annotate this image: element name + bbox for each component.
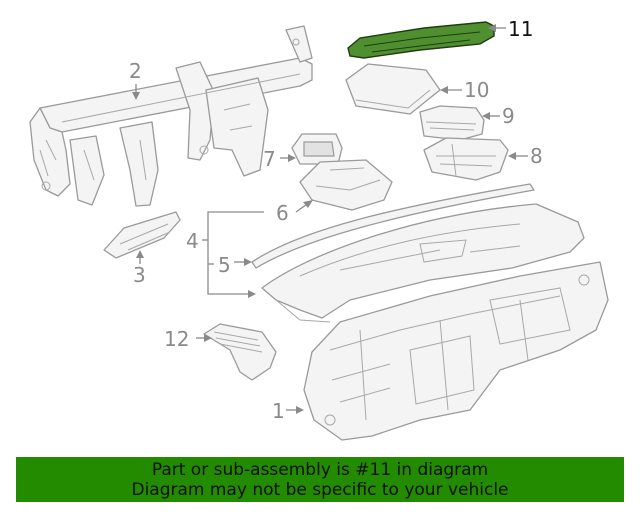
callout-labels: 2 3 4 5 6 7 8 9 10 11 12 1 [129, 17, 543, 423]
part-2-cross-car-beam [29, 25, 313, 207]
part-11-highlighted-panel [347, 21, 495, 59]
callout-4: 4 [186, 229, 199, 253]
banner-line-1: Part or sub-assembly is #11 in diagram [151, 460, 489, 480]
part-12-side-vent [203, 323, 277, 381]
part-1-instrument-panel-carrier [303, 261, 609, 441]
callout-8: 8 [530, 144, 543, 168]
banner-line-2: Diagram may not be specific to your vehi… [131, 480, 509, 500]
part-5-trim-strip [251, 183, 535, 269]
callout-2: 2 [129, 59, 142, 83]
callout-6: 6 [276, 201, 289, 225]
parts-diagram: 2 3 4 5 6 7 8 9 10 11 12 1 [29, 17, 609, 441]
callout-9: 9 [502, 104, 515, 128]
callout-5: 5 [218, 253, 231, 277]
callout-1: 1 [272, 399, 285, 423]
callout-12: 12 [164, 327, 189, 351]
part-3-bracket [103, 211, 181, 259]
callout-7: 7 [263, 147, 276, 171]
part-9-tray [419, 105, 485, 141]
part-6-center-cover [299, 159, 393, 211]
callout-10: 10 [464, 78, 489, 102]
info-banner: Part or sub-assembly is #11 in diagram D… [16, 457, 624, 502]
callout-3: 3 [133, 263, 146, 287]
part-10-cover-panel [345, 63, 441, 115]
part-8-storage-bin [423, 137, 509, 181]
part-7-bezel [291, 133, 343, 165]
leader-lines [132, 24, 528, 414]
part-4-instrument-panel-upper [261, 203, 585, 323]
callout-11: 11 [508, 17, 533, 41]
